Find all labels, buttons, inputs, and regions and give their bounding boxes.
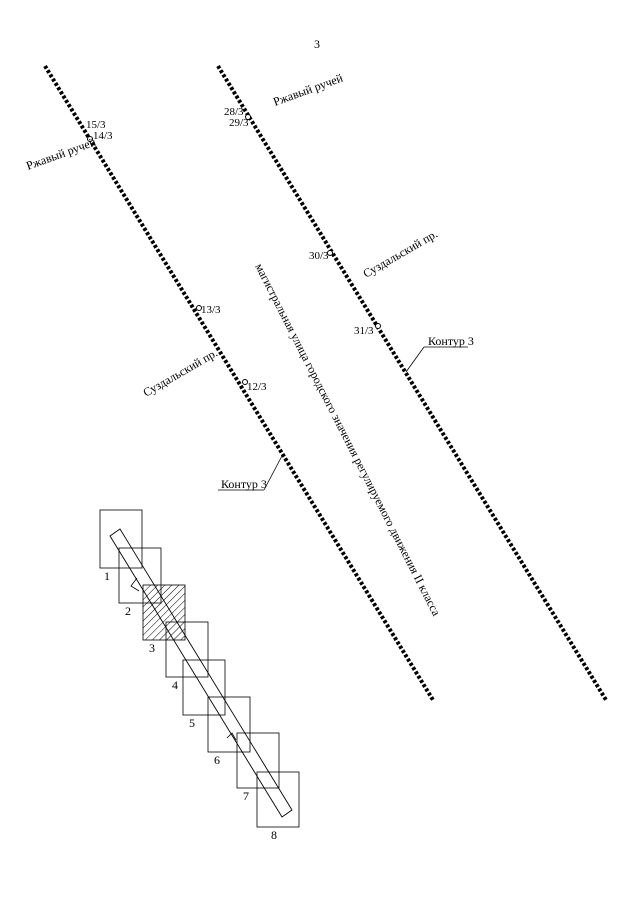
- sheet-number-7: 7: [243, 789, 249, 803]
- contour-callout-left: Контур 3: [218, 453, 284, 491]
- survey-point-label: 13/3: [201, 304, 221, 316]
- street-label-suzdal-left: Суздальский пр.: [141, 346, 220, 400]
- sheet-number-8: 8: [271, 828, 277, 842]
- survey-point-marker: [375, 323, 381, 329]
- sheet-number-6: 6: [214, 753, 220, 767]
- corridor-notch: [226, 732, 237, 741]
- contour-label-left: Контур 3: [221, 477, 267, 491]
- sheet-number-1: 1: [104, 569, 110, 583]
- boundary-points-right: 28/3 29/3 30/3 31/3: [224, 106, 381, 337]
- boundary-line-right: [216, 64, 608, 702]
- survey-point-label: 30/3: [309, 250, 329, 262]
- sheet-frame-3: [142, 584, 186, 641]
- sheet-number-2: 2: [125, 604, 131, 618]
- sheet-frame-7: [236, 732, 280, 789]
- contour-label-right: Контур 3: [428, 334, 474, 348]
- sheet-frame-4: [165, 621, 209, 678]
- sheet-number-4: 4: [172, 678, 178, 692]
- survey-point-marker: [327, 250, 333, 256]
- corridor-outline: [109, 528, 293, 818]
- survey-point-marker: [196, 305, 202, 311]
- page-number: 3: [314, 37, 320, 51]
- survey-point-marker: [242, 379, 248, 385]
- survey-point-label: 12/3: [247, 381, 267, 393]
- survey-point-label: 31/3: [354, 325, 374, 337]
- sheet-index-map: 1 2 3 4 5 6 7 8: [99, 509, 300, 842]
- sheet-frame-6: [207, 696, 251, 753]
- sheet-frame-8: [256, 771, 300, 828]
- survey-point-marker: [87, 136, 93, 142]
- street-label-rzhavy-right: Ржавый ручей: [271, 70, 345, 108]
- sheet-number-5: 5: [189, 716, 195, 730]
- survey-point-label: 29/3: [229, 117, 249, 129]
- sheet-number-3: 3: [149, 641, 155, 655]
- highway-label: магистральная улица городского значения …: [252, 261, 443, 619]
- sheet-frame-1: [99, 509, 143, 569]
- sheet-frame-5: [182, 659, 226, 716]
- boundary-line-left: [43, 64, 435, 702]
- sheet-frame-2: [118, 547, 162, 604]
- boundary-points-left: 15/3 14/3 13/3 12/3: [86, 119, 267, 393]
- street-label-rzhavy-left: Ржавый ручей: [24, 134, 98, 172]
- leader-line: [263, 453, 284, 491]
- street-label-suzdal-right: Суздальский пр.: [361, 227, 440, 281]
- survey-point-label: 14/3: [93, 130, 113, 142]
- survey-point-marker: [245, 114, 251, 120]
- leader-line: [405, 346, 425, 373]
- corridor-notch: [130, 577, 140, 592]
- survey-point-label: 28/3: [224, 106, 244, 118]
- survey-point-label: 15/3: [86, 119, 106, 131]
- contour-callout-right: Контур 3: [405, 334, 474, 373]
